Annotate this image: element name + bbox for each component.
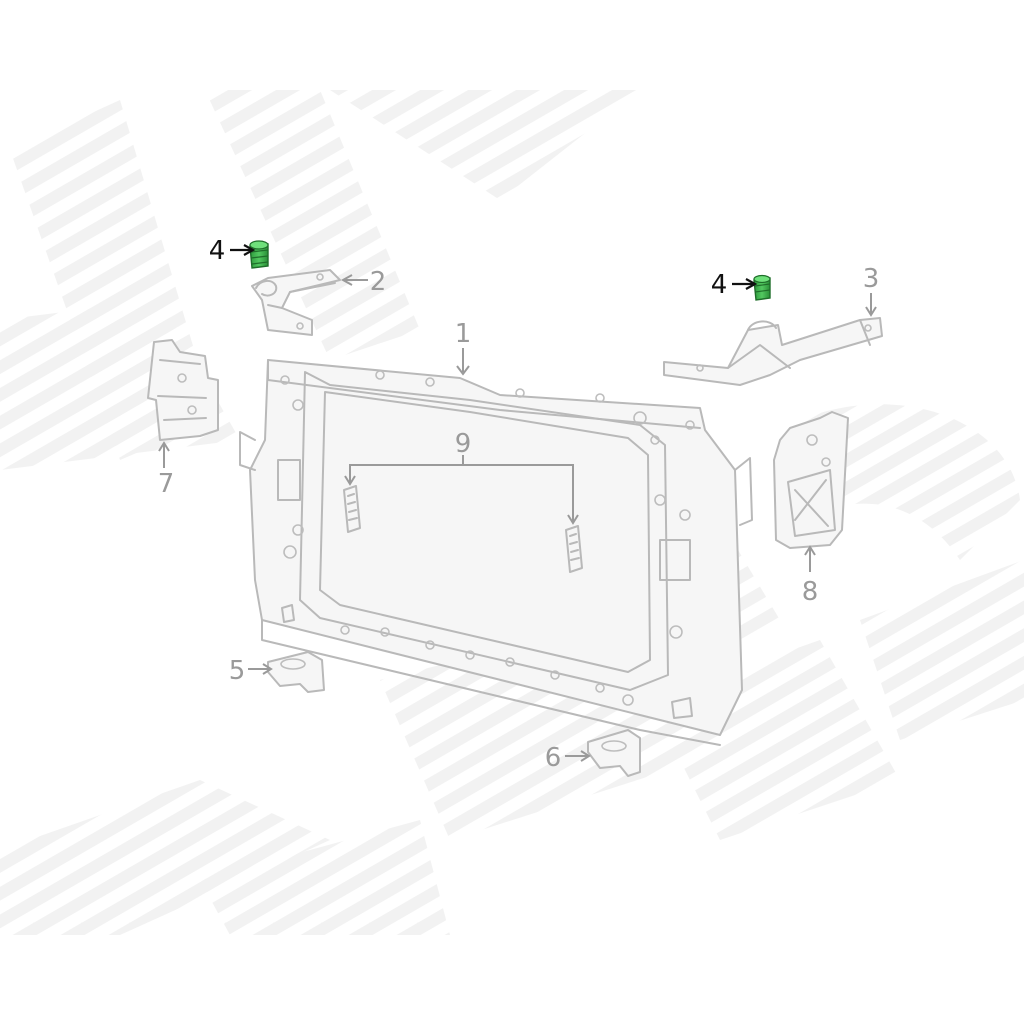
clip-right [753,274,771,301]
radiator-support-frame [239,359,753,746]
callout-5: 5 [229,656,246,686]
right-side-bracket [773,411,849,549]
callout-7: 7 [158,469,175,499]
center-brackets [343,485,583,573]
callout-3: 3 [863,264,880,294]
callout-2: 2 [370,267,387,297]
callout-4-right: 4 [711,270,728,300]
lower-left-mount [267,651,325,693]
callout-6: 6 [545,743,562,773]
leader-lines [158,244,877,762]
clip-left [249,240,269,269]
callout-4-left: 4 [209,236,226,266]
callout-9: 9 [455,429,472,459]
lower-right-mount [587,729,641,777]
upper-right-bracket [663,317,883,386]
callout-1: 1 [455,319,472,349]
callout-8: 8 [802,577,819,607]
left-side-bracket [147,339,219,441]
upper-left-bracket [251,269,341,336]
